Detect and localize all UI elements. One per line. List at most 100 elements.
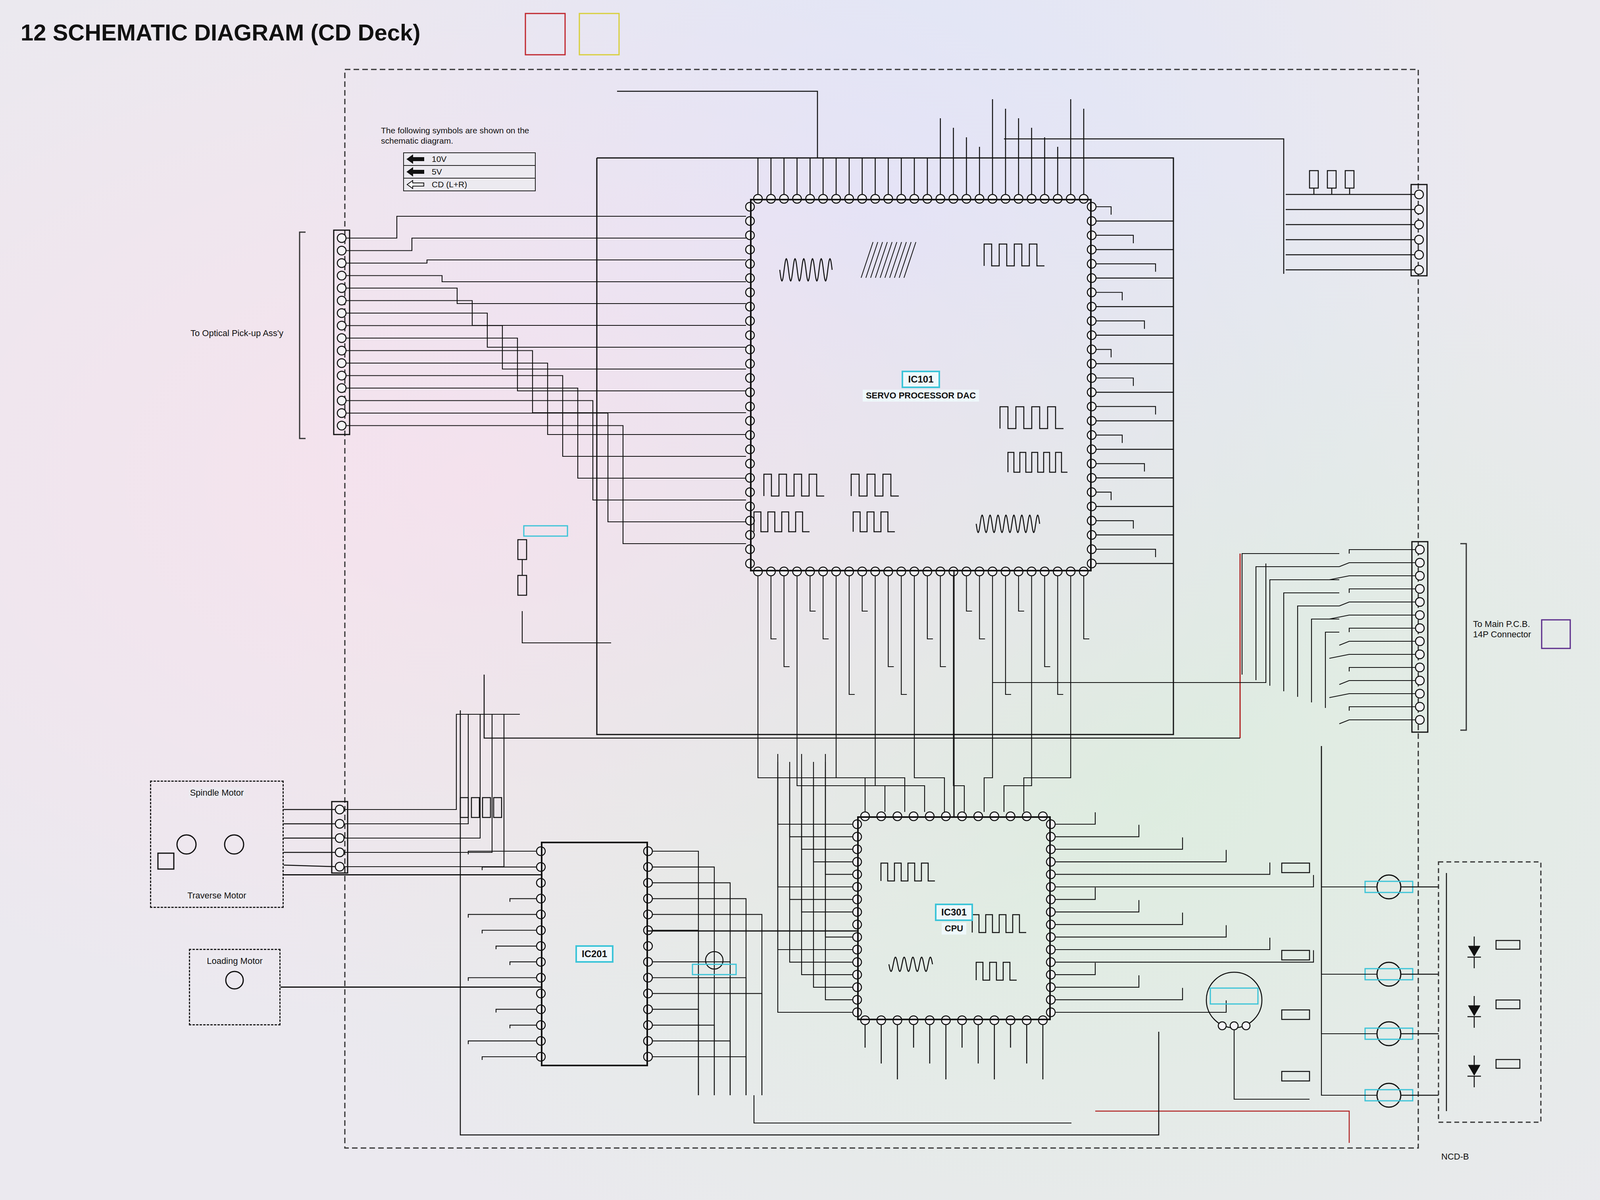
wire: [875, 242, 888, 278]
wire: [1285, 194, 1415, 196]
pin-circle: [335, 848, 345, 857]
pin-circle: [1087, 245, 1097, 254]
part-label: SERVO PROCESSOR DAC: [862, 389, 979, 402]
wire: [344, 714, 485, 824]
wire: [1055, 1000, 1227, 1013]
wire: [1055, 925, 1227, 937]
wire: [1400, 1033, 1439, 1035]
pin-circle: [1046, 857, 1056, 867]
pin-circle: [961, 567, 971, 576]
capacitor-symbol: [1345, 170, 1354, 189]
wire: [1055, 962, 1096, 975]
pin-circle: [1087, 487, 1097, 497]
wire: [1042, 1024, 1044, 1080]
wire: [771, 575, 777, 639]
transistor-symbol: [1376, 1083, 1401, 1108]
wire: [992, 99, 994, 195]
legend-text: CD (L+R): [427, 179, 468, 190]
pin-circle: [337, 233, 347, 243]
pin-circle: [1415, 650, 1425, 659]
pin-circle: [883, 567, 893, 576]
wire: [870, 242, 883, 278]
wire: [283, 809, 336, 811]
wire: [801, 769, 853, 850]
wire: [1096, 206, 1112, 215]
wire: [468, 851, 537, 855]
wire: [789, 761, 853, 837]
wire: [1083, 108, 1085, 195]
board-label: Traverse Motor: [185, 890, 248, 902]
legend-arrow: [407, 167, 424, 176]
wire: [914, 575, 945, 812]
pin-circle: [335, 833, 345, 843]
diode-symbol: [1468, 1065, 1481, 1076]
pin-circle: [876, 1015, 886, 1025]
wire: [652, 1040, 731, 1096]
wire: [1285, 209, 1415, 211]
resistor-symbol: [1496, 1059, 1520, 1069]
wire: [1083, 575, 1090, 639]
wire: [1339, 562, 1416, 567]
legend-text: 10V: [427, 154, 447, 164]
wire: [652, 1009, 699, 1096]
wire: [1321, 746, 1377, 1034]
pin-circle: [1415, 676, 1425, 685]
wire: [1446, 873, 1448, 1112]
waveform: [976, 962, 1017, 981]
wire: [809, 575, 816, 612]
ic-chip: IC301CPU: [857, 816, 1051, 1021]
wire: [346, 400, 747, 501]
wire: [346, 313, 747, 348]
wire: [777, 769, 853, 950]
waveform: [779, 258, 833, 281]
part-highlight: [523, 525, 568, 537]
pin-circle: [1087, 416, 1097, 425]
wire: [1285, 269, 1415, 271]
wire: [797, 575, 885, 812]
pin-circle: [1046, 869, 1056, 879]
pin-circle: [1046, 1007, 1056, 1017]
wire: [346, 388, 747, 479]
wire: [1096, 292, 1123, 301]
pin-circle: [1087, 302, 1097, 312]
pin-circle: [1046, 920, 1056, 929]
waveform: [976, 515, 1040, 533]
motor-symbol: [176, 834, 197, 854]
legend-arrow: [407, 180, 424, 189]
wire: [346, 288, 747, 304]
wire: [796, 157, 798, 195]
wire: [929, 1024, 931, 1064]
wire: [1242, 553, 1340, 675]
pin-circle: [337, 358, 347, 368]
resistor-symbol: [493, 797, 502, 818]
wire: [1055, 912, 1183, 925]
wire: [652, 1056, 747, 1096]
waveform: [753, 511, 810, 532]
wire: [482, 867, 537, 871]
wire: [1005, 108, 1007, 195]
wire: [901, 575, 907, 695]
connector-body: [333, 230, 350, 435]
wire: [894, 242, 907, 278]
wire: [1473, 957, 1475, 969]
pin-circle: [337, 246, 347, 256]
wire: [1096, 448, 1174, 450]
waveform: [1000, 406, 1064, 429]
pin-circle: [643, 1036, 653, 1046]
pin-circle: [1415, 558, 1425, 568]
wire: [1055, 987, 1183, 1000]
pin-circle: [1087, 459, 1097, 468]
pin-circle: [1087, 230, 1097, 240]
wire: [1285, 224, 1415, 226]
pin-circle: [337, 283, 347, 293]
pin-circle: [779, 567, 789, 576]
pin-circle: [643, 1020, 653, 1030]
pin-circle: [335, 805, 345, 814]
pin-circle: [1087, 401, 1097, 411]
wire: [899, 242, 912, 278]
wire: [888, 575, 894, 667]
wire: [1096, 563, 1174, 565]
color-square: [525, 13, 566, 55]
